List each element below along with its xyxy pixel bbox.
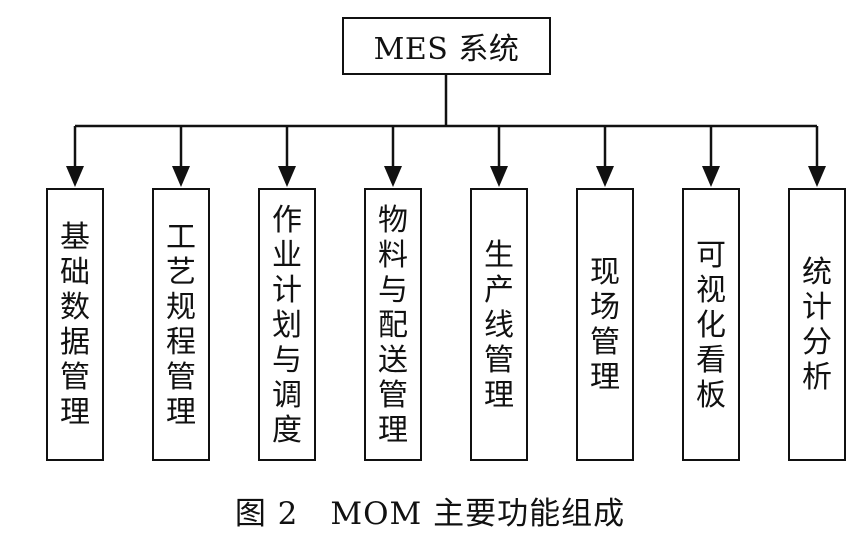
module-label-shop-floor-management: 现 场 管 理 bbox=[590, 255, 620, 395]
mes-system-label: MES 系统 bbox=[373, 32, 520, 67]
figure-caption: 图 2 MOM 主要功能组成 bbox=[234, 496, 626, 532]
arrowhead-3 bbox=[278, 166, 296, 187]
mes-system-box: MES 系统 bbox=[342, 17, 551, 75]
arrowhead-2 bbox=[172, 166, 190, 187]
module-box-job-planning-scheduling: 作 业 计 划 与 调 度 bbox=[258, 188, 316, 461]
module-box-shop-floor-management: 现 场 管 理 bbox=[576, 188, 634, 461]
module-label-job-planning-scheduling: 作 业 计 划 与 调 度 bbox=[272, 203, 302, 448]
module-label-statistical-analysis: 统 计 分 析 bbox=[802, 255, 832, 395]
arrowhead-4 bbox=[384, 166, 402, 187]
module-label-material-delivery-management: 物 料 与 配 送 管 理 bbox=[378, 203, 408, 448]
arrowhead-6 bbox=[596, 166, 614, 187]
module-box-basic-data-management: 基 础 数 据 管 理 bbox=[46, 188, 104, 461]
module-box-material-delivery-management: 物 料 与 配 送 管 理 bbox=[364, 188, 422, 461]
module-box-process-specification-management: 工 艺 规 程 管 理 bbox=[152, 188, 210, 461]
module-box-visual-dashboard: 可 视 化 看 板 bbox=[682, 188, 740, 461]
module-box-statistical-analysis: 统 计 分 析 bbox=[788, 188, 846, 461]
module-box-production-line-management: 生 产 线 管 理 bbox=[470, 188, 528, 461]
module-label-basic-data-management: 基 础 数 据 管 理 bbox=[60, 220, 90, 430]
arrowhead-1 bbox=[66, 166, 84, 187]
module-label-visual-dashboard: 可 视 化 看 板 bbox=[696, 238, 726, 413]
module-label-production-line-management: 生 产 线 管 理 bbox=[484, 238, 514, 413]
module-label-process-specification-management: 工 艺 规 程 管 理 bbox=[166, 220, 196, 430]
arrowhead-5 bbox=[490, 166, 508, 187]
arrowhead-8 bbox=[808, 166, 826, 187]
arrowhead-7 bbox=[702, 166, 720, 187]
